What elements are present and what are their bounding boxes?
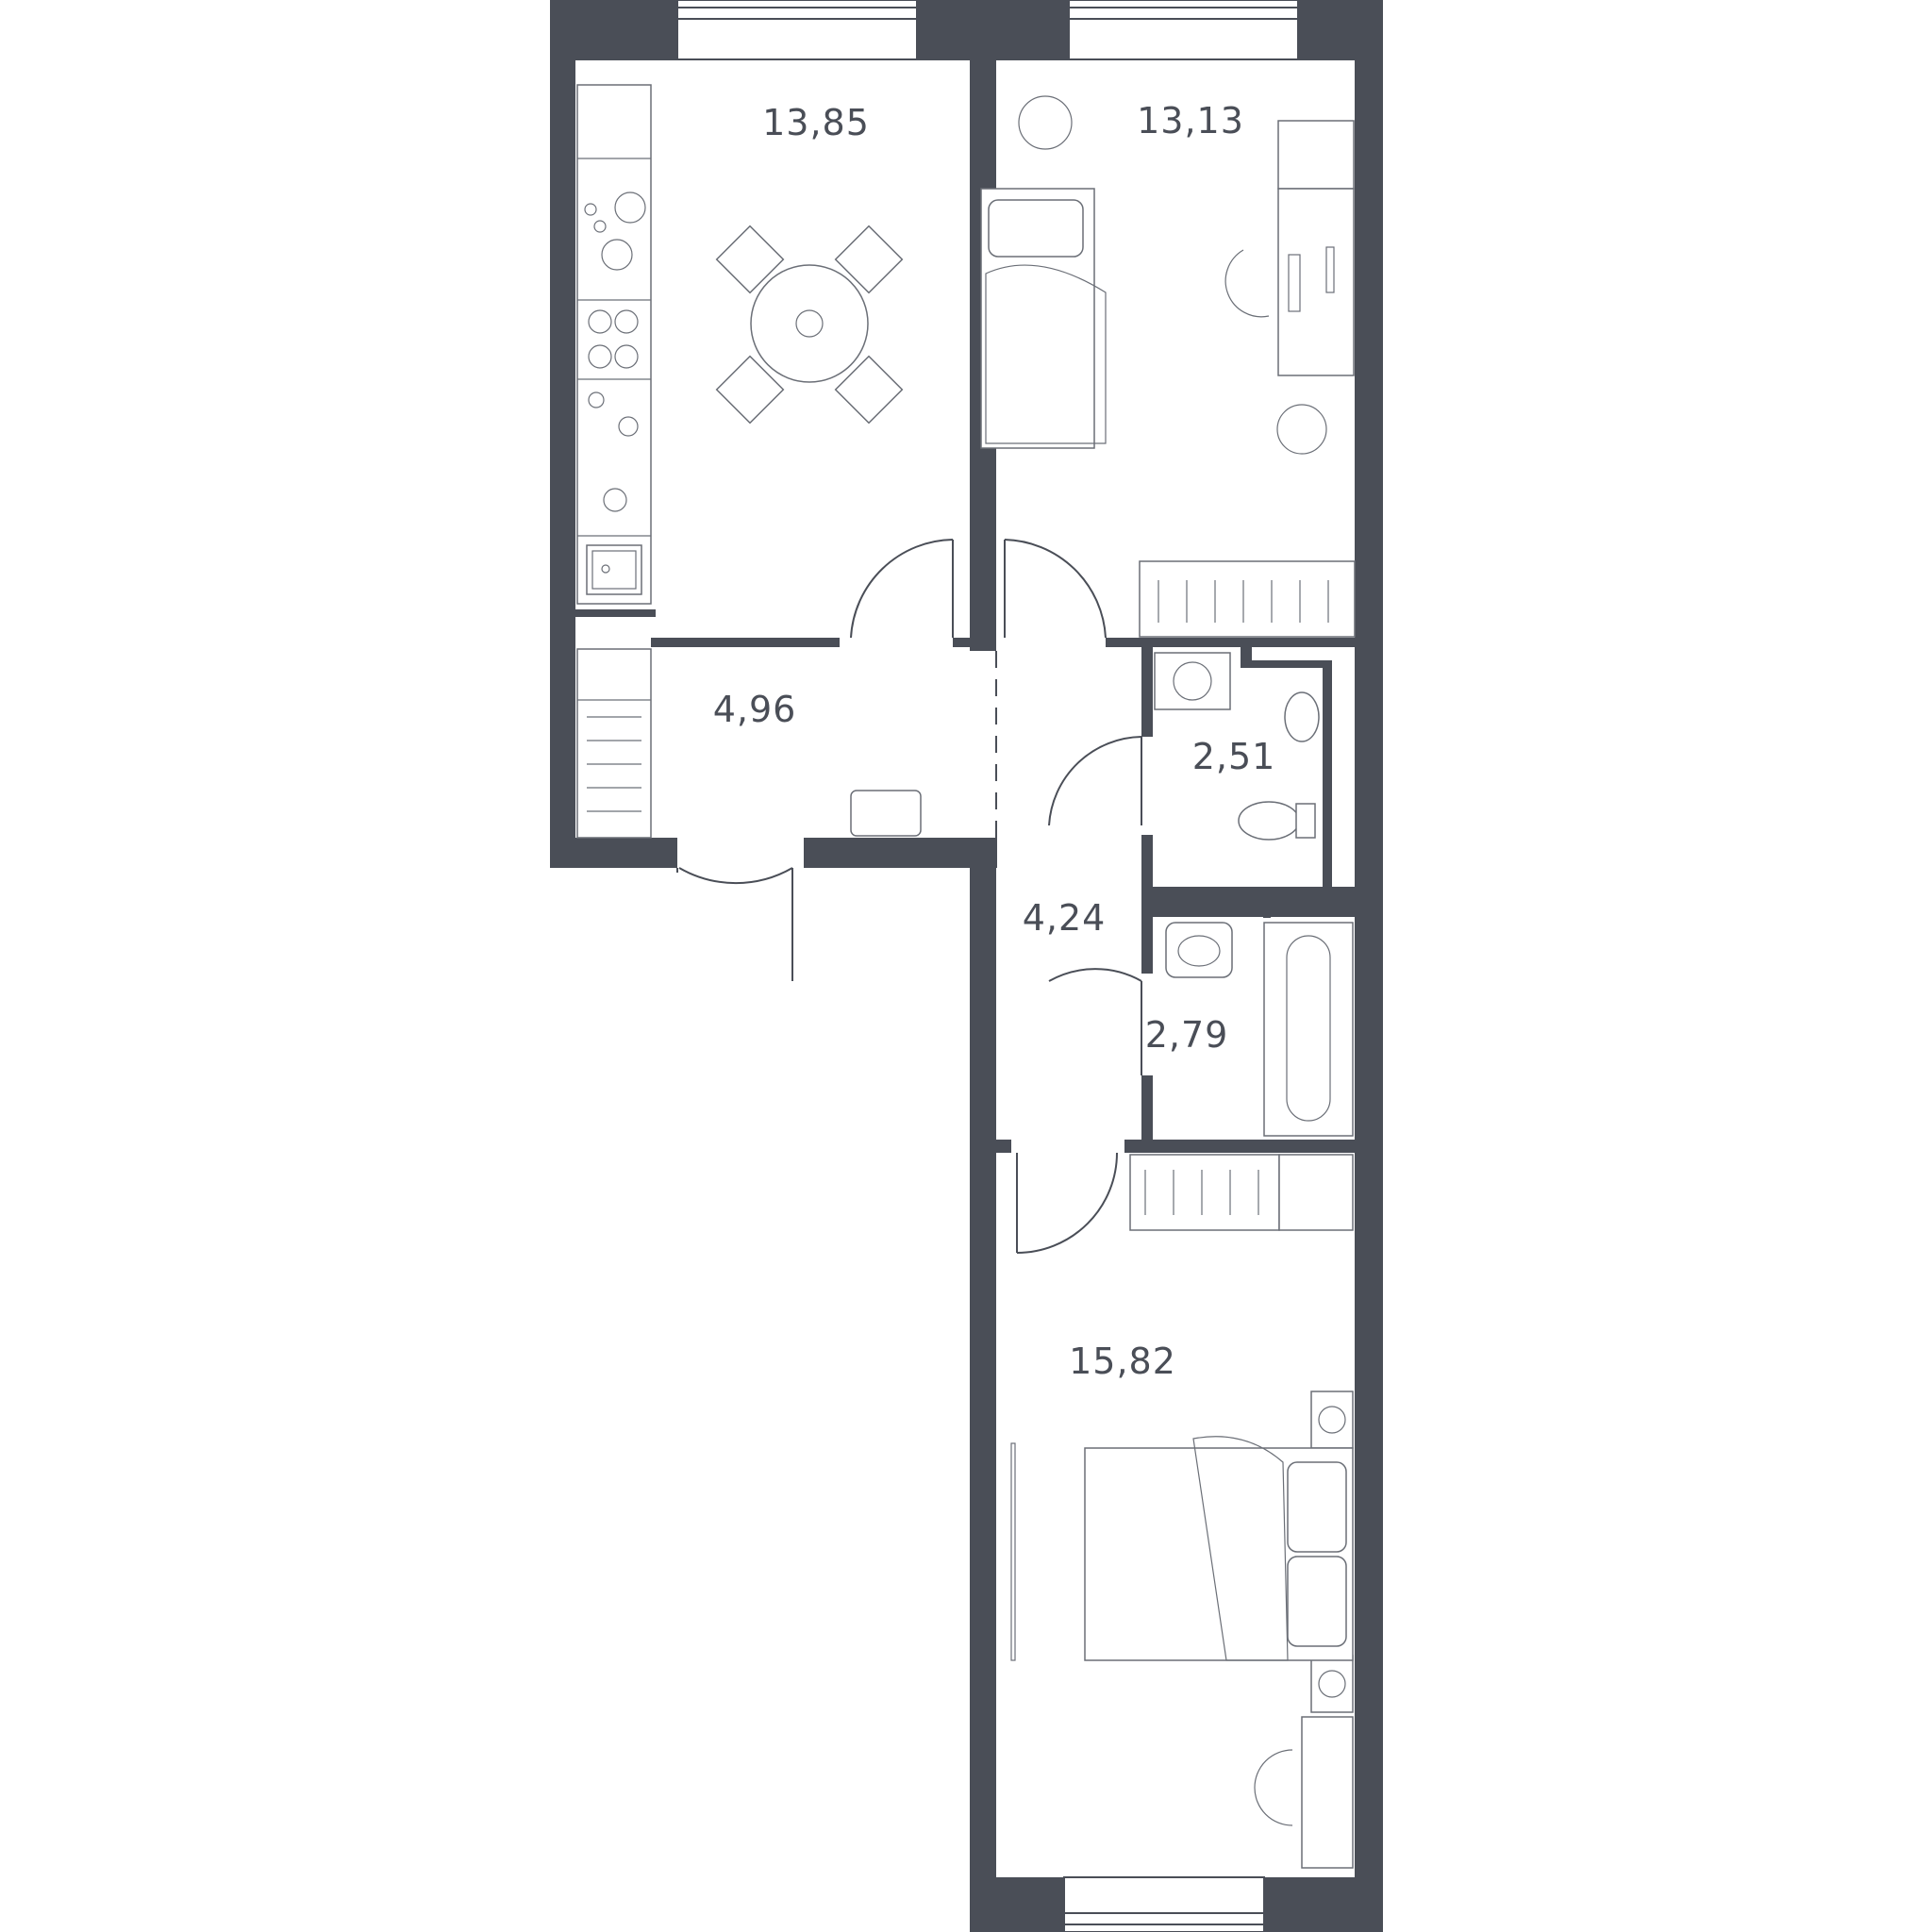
area-label-bedroom-small: 13,13 <box>1137 100 1244 142</box>
entry-furniture <box>576 648 922 839</box>
bedroom-large-furniture <box>1010 1154 1354 1869</box>
bathroom-fixtures <box>1165 922 1354 1137</box>
area-label-corridor: 4,24 <box>1022 897 1107 939</box>
bedroom-small-furniture <box>980 95 1356 638</box>
kitchen-furniture <box>576 84 904 605</box>
toilet-fixtures <box>1154 652 1320 841</box>
area-label-bathroom: 2,79 <box>1144 1014 1229 1056</box>
area-label-kitchen: 13,85 <box>762 102 870 143</box>
doors <box>676 539 1142 1254</box>
area-label-toilet: 2,51 <box>1191 736 1276 777</box>
area-label-bedroom-large: 15,82 <box>1069 1341 1176 1382</box>
walls <box>550 0 1383 1932</box>
area-label-entry-hall: 4,96 <box>712 689 797 730</box>
